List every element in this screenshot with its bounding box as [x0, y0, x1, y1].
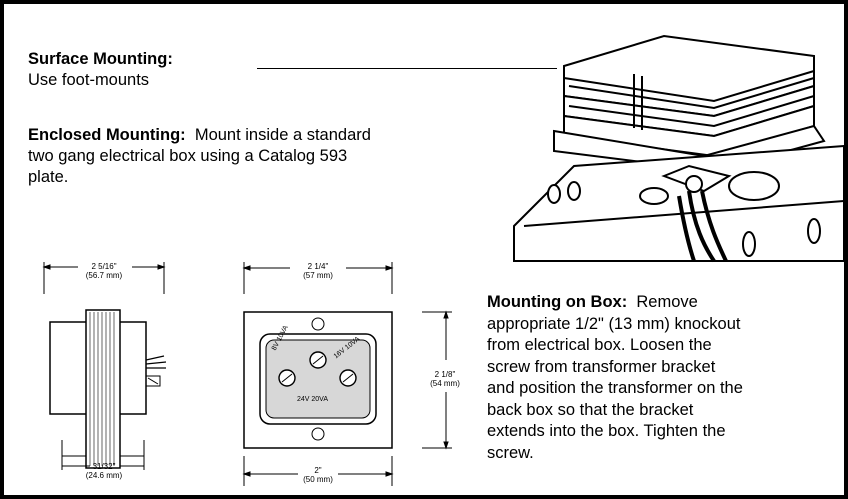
surface-text: Use foot-mounts [28, 71, 150, 89]
tap-24v-label: 24V 20VA [297, 396, 329, 403]
enclosed-line1: Enclosed Mounting: Mount inside a standa… [28, 125, 371, 146]
front-width-label: 2 1/4" (57 mm) [288, 262, 348, 280]
side-width-label: 2 5/16" (56.7 mm) [74, 262, 134, 280]
front-bottom-label: 2" (50 mm) [288, 466, 348, 484]
side-view-drawing [42, 262, 167, 470]
front-width-in: 2 1/4" [307, 262, 329, 271]
surface-heading: Surface Mounting: [28, 50, 173, 68]
front-bottom-in: 2" [314, 466, 322, 475]
box-mount-line2: appropriate 1/2" (13 mm) knockout [487, 314, 741, 333]
front-height-in: 2 1/8" [434, 370, 456, 379]
enclosed-line2: two gang electrical box using a Catalog … [28, 147, 348, 165]
side-width-in: 2 5/16" [91, 262, 117, 271]
front-height-mm: (54 mm) [430, 379, 460, 388]
front-bottom-mm: (50 mm) [303, 475, 333, 484]
box-mount-line8: screw. [487, 443, 534, 462]
enclosed-text1: Mount inside a standard [194, 126, 371, 144]
front-height-label: 2 1/8" (54 mm) [420, 370, 470, 388]
transformer-box-illustration [513, 34, 844, 263]
box-mount-line1: Mounting on Box: Remove [487, 292, 837, 314]
leader-line [257, 68, 557, 69]
side-foot-label: 31/32" (24.6 mm) [74, 462, 134, 480]
box-mount-paragraph: Mounting on Box: Remove appropriate 1/2"… [487, 292, 837, 464]
box-mount-heading: Mounting on Box: [487, 293, 628, 311]
side-width-mm: (56.7 mm) [85, 271, 123, 280]
front-width-mm: (57 mm) [303, 271, 333, 280]
box-mount-line7: extends into the box. Tighten the [487, 422, 726, 440]
side-foot-mm: (24.6 mm) [85, 471, 123, 480]
instruction-panel: Surface Mounting: Use foot-mounts Enclos… [4, 4, 844, 495]
box-mount-line6: back box so that the bracket [487, 400, 694, 419]
enclosed-heading: Enclosed Mounting: [28, 126, 186, 144]
box-mount-text1: Remove [636, 293, 698, 311]
box-mount-line5: and position the transformer on the [487, 379, 743, 397]
box-mount-line4: screw from transformer bracket [487, 357, 716, 376]
enclosed-line3: plate. [28, 168, 69, 186]
side-foot-in: 31/32" [92, 462, 116, 471]
box-mount-line3: from electrical box. Loosen the [487, 336, 712, 354]
front-view-drawing [242, 262, 452, 486]
